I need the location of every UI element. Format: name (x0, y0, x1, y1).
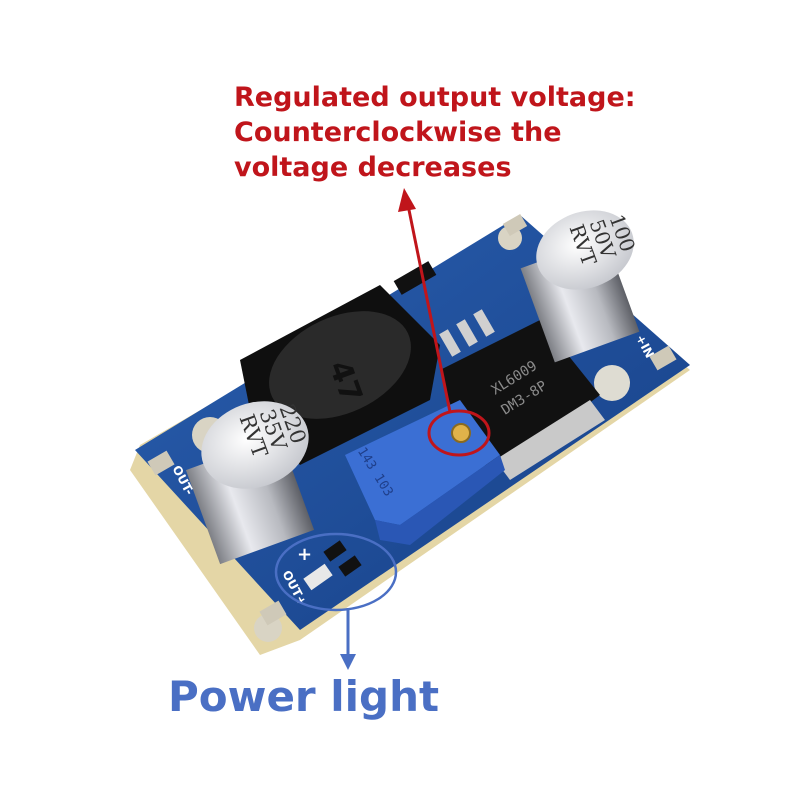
solder-pads (147, 213, 677, 626)
power-light-annotation: Power light (168, 672, 440, 721)
label-plus-sign: + (297, 544, 312, 565)
label-in-minus: IN- (619, 431, 641, 455)
red-arrow-head (398, 188, 416, 212)
red-arrow-line (406, 204, 452, 413)
red-annotation-marker (398, 188, 491, 457)
capacitor-output: 220 35V RVT (185, 401, 315, 565)
blue-annotation-marker (274, 532, 398, 670)
regulated-output-line2: Counterclockwise the (234, 117, 562, 148)
capacitor-input: 100 50V RVT (520, 210, 640, 363)
power-led (303, 540, 362, 591)
trim-screw (451, 423, 471, 443)
regulated-output-annotation: Regulated output voltage: Counterclockwi… (234, 80, 714, 185)
regulated-output-line1: Regulated output voltage: (234, 82, 636, 113)
diode (393, 261, 437, 295)
trim-screw-highlight-circle (427, 409, 491, 457)
blue-arrow-head (340, 654, 356, 670)
power-led-highlight-circle (274, 532, 398, 612)
regulated-output-line3: voltage decreases (234, 152, 512, 183)
